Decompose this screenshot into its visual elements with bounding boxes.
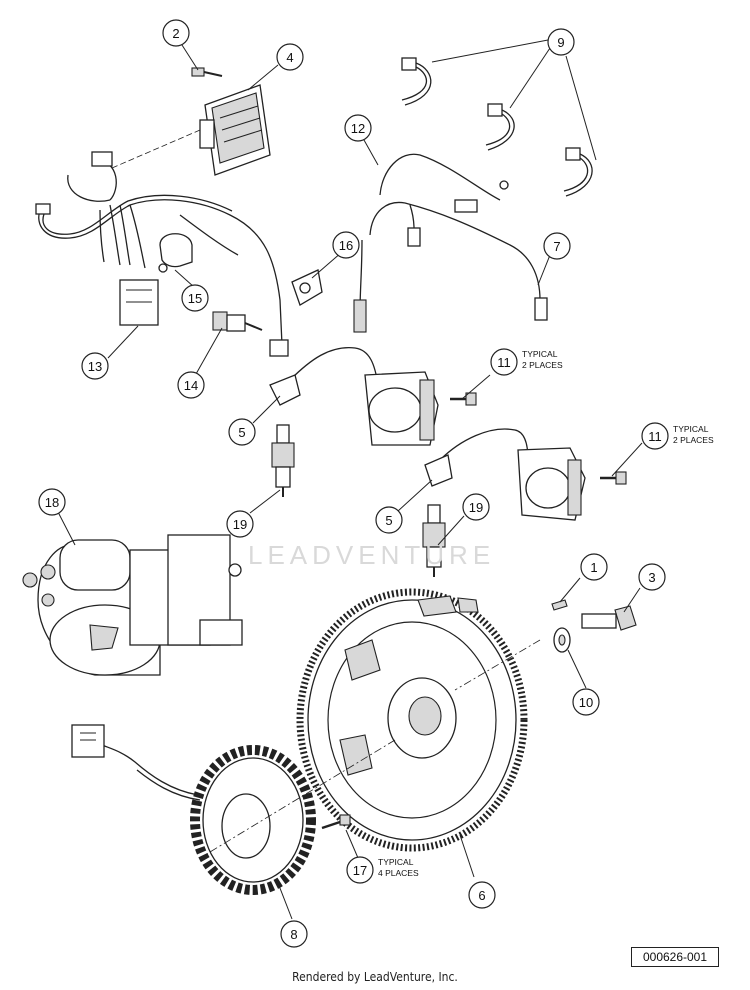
alignment-lines <box>204 639 541 856</box>
starter-motor <box>22 534 243 676</box>
callout-17: 17 <box>346 856 374 884</box>
callout-10: 10 <box>572 688 600 716</box>
flywheel-bolt <box>581 605 637 631</box>
wiring-harness <box>35 151 289 357</box>
footer-credit: Rendered by LeadVenture, Inc. <box>292 970 458 984</box>
callout-9: 9 <box>547 28 575 56</box>
svg-text:7: 7 <box>553 239 560 254</box>
watermark: LEADVENTURE <box>248 540 496 570</box>
svg-text:9: 9 <box>557 35 564 50</box>
callout-4: 4 <box>276 43 304 71</box>
note-17-line1: TYPICAL <box>378 857 414 867</box>
spark-plug-left <box>271 424 295 497</box>
callout-1: 1 <box>580 553 608 581</box>
stator-screw <box>321 814 351 830</box>
svg-text:19: 19 <box>233 517 247 532</box>
diagram-id-label: 000626-001 <box>631 947 719 967</box>
note-11-upper-line2: 2 PLACES <box>522 360 563 370</box>
note-11-upper-line1: TYPICAL <box>522 349 558 359</box>
svg-text:1: 1 <box>590 560 597 575</box>
svg-text:11: 11 <box>497 355 511 370</box>
note-11-lower-line1: TYPICAL <box>673 424 709 434</box>
oil-pressure-switch <box>212 311 263 332</box>
ignition-coil-upper <box>269 346 439 446</box>
callout-11-lower: 11 <box>641 422 669 450</box>
flywheel-washer <box>553 627 571 653</box>
callout-8: 8 <box>280 920 308 948</box>
svg-text:10: 10 <box>579 695 593 710</box>
svg-text:17: 17 <box>353 863 367 878</box>
callout-6: 6 <box>468 881 496 909</box>
svg-text:16: 16 <box>339 238 353 253</box>
callout-19-right: 19 <box>462 493 490 521</box>
cable-ties <box>401 57 593 197</box>
svg-text:11: 11 <box>648 429 662 444</box>
callout-14: 14 <box>177 371 205 399</box>
svg-text:2: 2 <box>172 26 179 41</box>
callout-5-right: 5 <box>375 506 403 534</box>
svg-text:5: 5 <box>238 425 245 440</box>
svg-text:12: 12 <box>351 121 365 136</box>
svg-text:6: 6 <box>478 888 485 903</box>
leader-lines <box>57 39 643 920</box>
flywheel-key <box>551 599 568 611</box>
svg-text:19: 19 <box>469 500 483 515</box>
ignition-wiring <box>353 153 548 333</box>
svg-text:3: 3 <box>648 570 655 585</box>
callout-15: 15 <box>181 284 209 312</box>
stator <box>71 724 316 895</box>
callout-3: 3 <box>638 563 666 591</box>
callout-13: 13 <box>81 352 109 380</box>
wire-clip <box>291 269 323 306</box>
rectifier-screw <box>191 67 223 77</box>
harness-clamp <box>158 233 193 273</box>
ignition-coil-lower <box>424 428 586 521</box>
coil-bolt-upper <box>450 392 477 406</box>
callout-19-left: 19 <box>226 510 254 538</box>
callout-11-upper: 11 <box>490 348 518 376</box>
note-17-line2: 4 PLACES <box>378 868 419 878</box>
stator-connector <box>71 724 105 758</box>
svg-text:13: 13 <box>88 359 102 374</box>
callout-5-left: 5 <box>228 418 256 446</box>
callout-12: 12 <box>344 114 372 142</box>
callout-16: 16 <box>332 231 360 259</box>
svg-text:4: 4 <box>286 50 293 65</box>
svg-text:15: 15 <box>188 291 202 306</box>
svg-text:8: 8 <box>290 927 297 942</box>
callout-7: 7 <box>543 232 571 260</box>
svg-text:14: 14 <box>184 378 198 393</box>
callout-2: 2 <box>162 19 190 47</box>
spark-plug-right <box>422 504 446 577</box>
callout-18: 18 <box>38 488 66 516</box>
coil-bolt-lower <box>600 471 627 485</box>
svg-text:18: 18 <box>45 495 59 510</box>
note-11-lower-line2: 2 PLACES <box>673 435 714 445</box>
flywheel <box>296 588 528 852</box>
svg-text:5: 5 <box>385 513 392 528</box>
rectifier <box>199 84 271 176</box>
